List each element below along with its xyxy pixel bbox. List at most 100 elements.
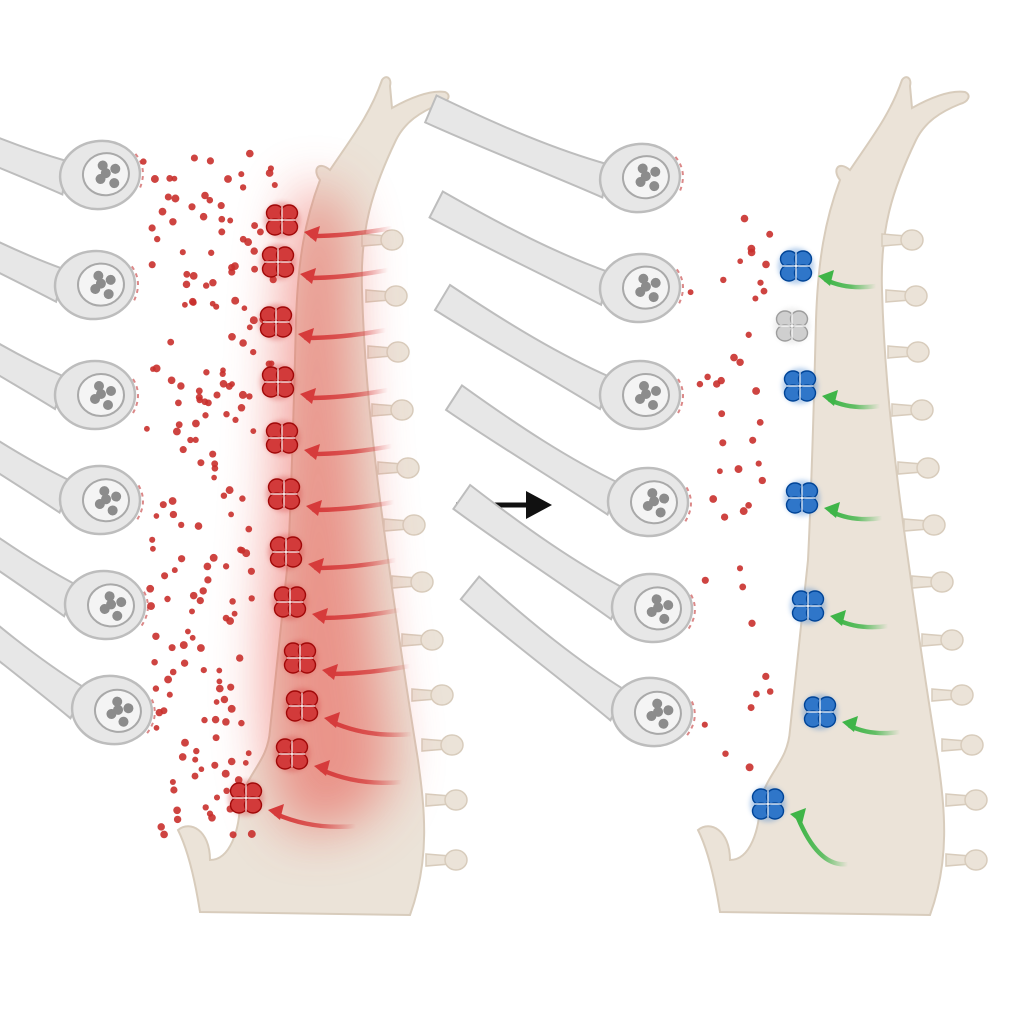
transmitter-dot [757, 280, 763, 286]
transmitter-dot [170, 511, 177, 518]
transmitter-dot [767, 688, 774, 695]
receptor-lobe [807, 605, 824, 621]
transmitter-dot [214, 699, 220, 705]
transmitter-dot [154, 236, 160, 242]
receptor-lobe [285, 551, 302, 567]
transmitter-dot [223, 411, 229, 417]
transmitter-dot [762, 673, 769, 680]
transmitter-dot [250, 316, 258, 324]
transmitter-dot [183, 281, 191, 289]
transmitter-dot [153, 685, 159, 691]
receptor-cluster-inactive [774, 308, 810, 344]
transmitter-dot [753, 691, 760, 698]
transmitter-dot [172, 567, 178, 573]
receptor-lobe [283, 493, 300, 509]
transmitter-dot [238, 171, 244, 177]
transmitter-dot [240, 236, 247, 243]
transmitter-dot [170, 669, 177, 676]
transmitter-dot [748, 704, 755, 711]
spine-head [901, 230, 923, 250]
spine-head [441, 735, 463, 755]
dendrite-after [698, 77, 987, 915]
transmitter-dot [702, 577, 709, 584]
neurotransmitter-dots-before [140, 150, 278, 838]
transmitter-dot [221, 696, 229, 704]
vesicle [96, 389, 106, 399]
vesicle [641, 389, 651, 399]
transmitter-dot [697, 381, 703, 387]
receptor-cluster-active [778, 248, 814, 284]
transmitter-dot [220, 371, 226, 377]
spine-head [917, 458, 939, 478]
transmitter-dot [717, 468, 723, 474]
transmitter-dot [238, 720, 244, 726]
transmitter-dot [249, 595, 255, 601]
receptor-cluster-active [260, 364, 296, 400]
transmitter-dot [203, 804, 209, 810]
transmitter-dot [173, 428, 181, 436]
transmitter-dot [150, 366, 156, 372]
spine-head [421, 630, 443, 650]
transmitter-dot [193, 437, 199, 443]
transmitter-dot [208, 814, 216, 822]
transmitter-dot [200, 587, 207, 594]
transmitter-dot [140, 158, 146, 164]
transmitter-dot [175, 400, 182, 407]
receptor-cluster-active [272, 584, 308, 620]
transmitter-dot [171, 195, 179, 203]
transmitter-dot [213, 304, 219, 310]
panel-before [0, 60, 467, 915]
receptor-lobe [801, 497, 818, 513]
transmitter-dot [232, 417, 238, 423]
transmitter-dot [251, 266, 258, 273]
receptor-cluster-active [274, 736, 310, 772]
transmitter-dot [196, 387, 203, 394]
transmitter-dot [228, 758, 236, 766]
transmitter-dot [243, 760, 249, 766]
transmitter-dot [170, 779, 176, 785]
transmitter-dot [756, 461, 762, 467]
receptor-lobe [277, 261, 294, 277]
transmitter-dot [166, 175, 173, 182]
receptor-cluster-active [266, 476, 302, 512]
transmitter-dot [177, 382, 184, 389]
receptor-cluster-active [284, 688, 320, 724]
transmitter-dot [247, 324, 253, 330]
receptor-cluster-active [802, 694, 838, 730]
transmitter-dot [231, 297, 239, 305]
transmitter-dot [190, 635, 196, 641]
transmitter-dot [156, 709, 163, 716]
transmitter-dot [250, 247, 257, 254]
transmitter-dot [164, 596, 170, 602]
transmitter-dot [719, 439, 726, 446]
receptor-cluster-active [268, 534, 304, 570]
transmitter-dot [211, 762, 218, 769]
transmitter-dot [217, 679, 223, 685]
receptor-lobe [791, 325, 808, 341]
transmitter-dot [229, 598, 236, 605]
spine-head [397, 458, 419, 478]
transition-arrow-head [526, 491, 552, 519]
transmitter-dot [766, 231, 773, 238]
axon-terminal [0, 60, 147, 237]
transmitter-dot [192, 773, 199, 780]
spine-head [907, 342, 929, 362]
transmitter-dot [180, 641, 188, 649]
transmitter-dot [176, 421, 183, 428]
receptor-lobe [819, 711, 836, 727]
transmitter-dot [239, 547, 246, 554]
transmitter-dot [150, 546, 156, 552]
transmitter-dot [148, 224, 155, 231]
receptor-cluster-active [750, 786, 786, 822]
transmitter-dot [718, 410, 725, 417]
transmitter-dot [207, 197, 214, 204]
transmitter-dot [218, 216, 225, 223]
transmitter-dot [228, 512, 234, 518]
transmitter-dot [168, 376, 176, 384]
transmitter-dot [238, 404, 246, 412]
transmitter-dot [169, 644, 176, 651]
transmitter-dot [222, 718, 230, 726]
transmitter-dot [197, 459, 204, 466]
transmitter-dot [227, 218, 233, 224]
